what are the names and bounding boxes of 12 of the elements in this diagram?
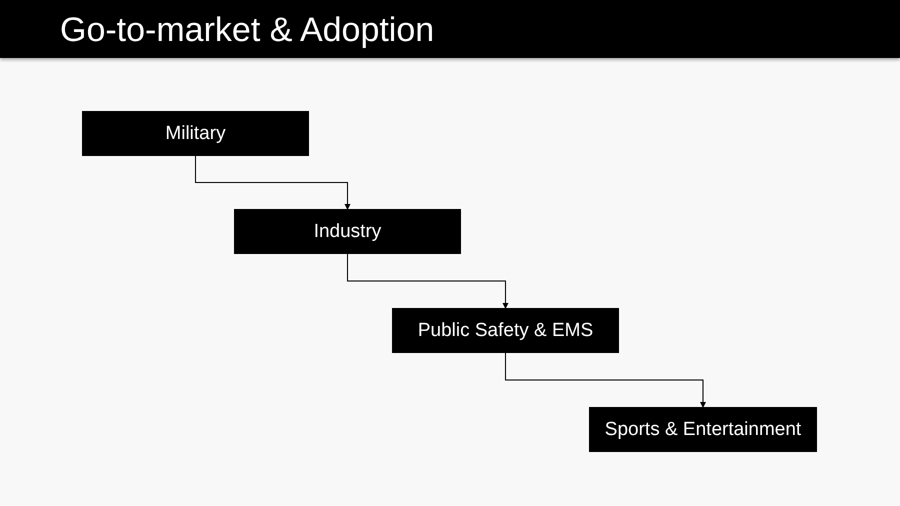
box-label: Public Safety & EMS: [418, 320, 594, 342]
process-box: [82, 111, 309, 156]
process-box: [392, 308, 619, 353]
connector-arrow: [505, 352, 706, 408]
connector-arrow: [195, 156, 350, 210]
title: Go-to-market & Adoption: [60, 10, 434, 50]
box-label: Industry: [314, 220, 382, 242]
process-box: [234, 209, 461, 254]
box-label: Military: [165, 122, 226, 144]
process-box: [589, 407, 817, 452]
connector-arrow: [347, 254, 508, 309]
box-label: Sports & Entertainment: [604, 418, 802, 440]
